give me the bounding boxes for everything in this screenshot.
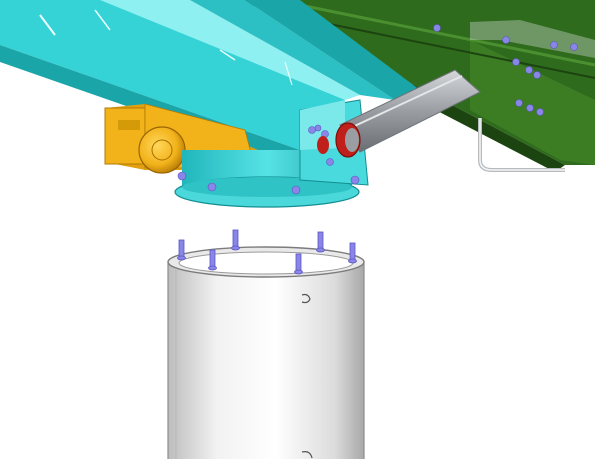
support-column: [167, 246, 365, 459]
column-top-inner: [178, 251, 354, 275]
anchor-bolt: [177, 239, 186, 261]
slewing-base: [174, 99, 369, 208]
motor-end-cap: [138, 126, 186, 174]
diagonal-strut: [317, 69, 481, 158]
anchor-bolt: [348, 242, 357, 264]
anchor-bolts: [177, 229, 357, 275]
base-bolts: [177, 124, 360, 195]
anchor-bolt: [316, 231, 325, 253]
anchor-bolt: [294, 253, 303, 275]
anchor-bolt: [208, 249, 217, 271]
anchor-bolt: [231, 229, 240, 251]
column-body: [168, 262, 364, 459]
